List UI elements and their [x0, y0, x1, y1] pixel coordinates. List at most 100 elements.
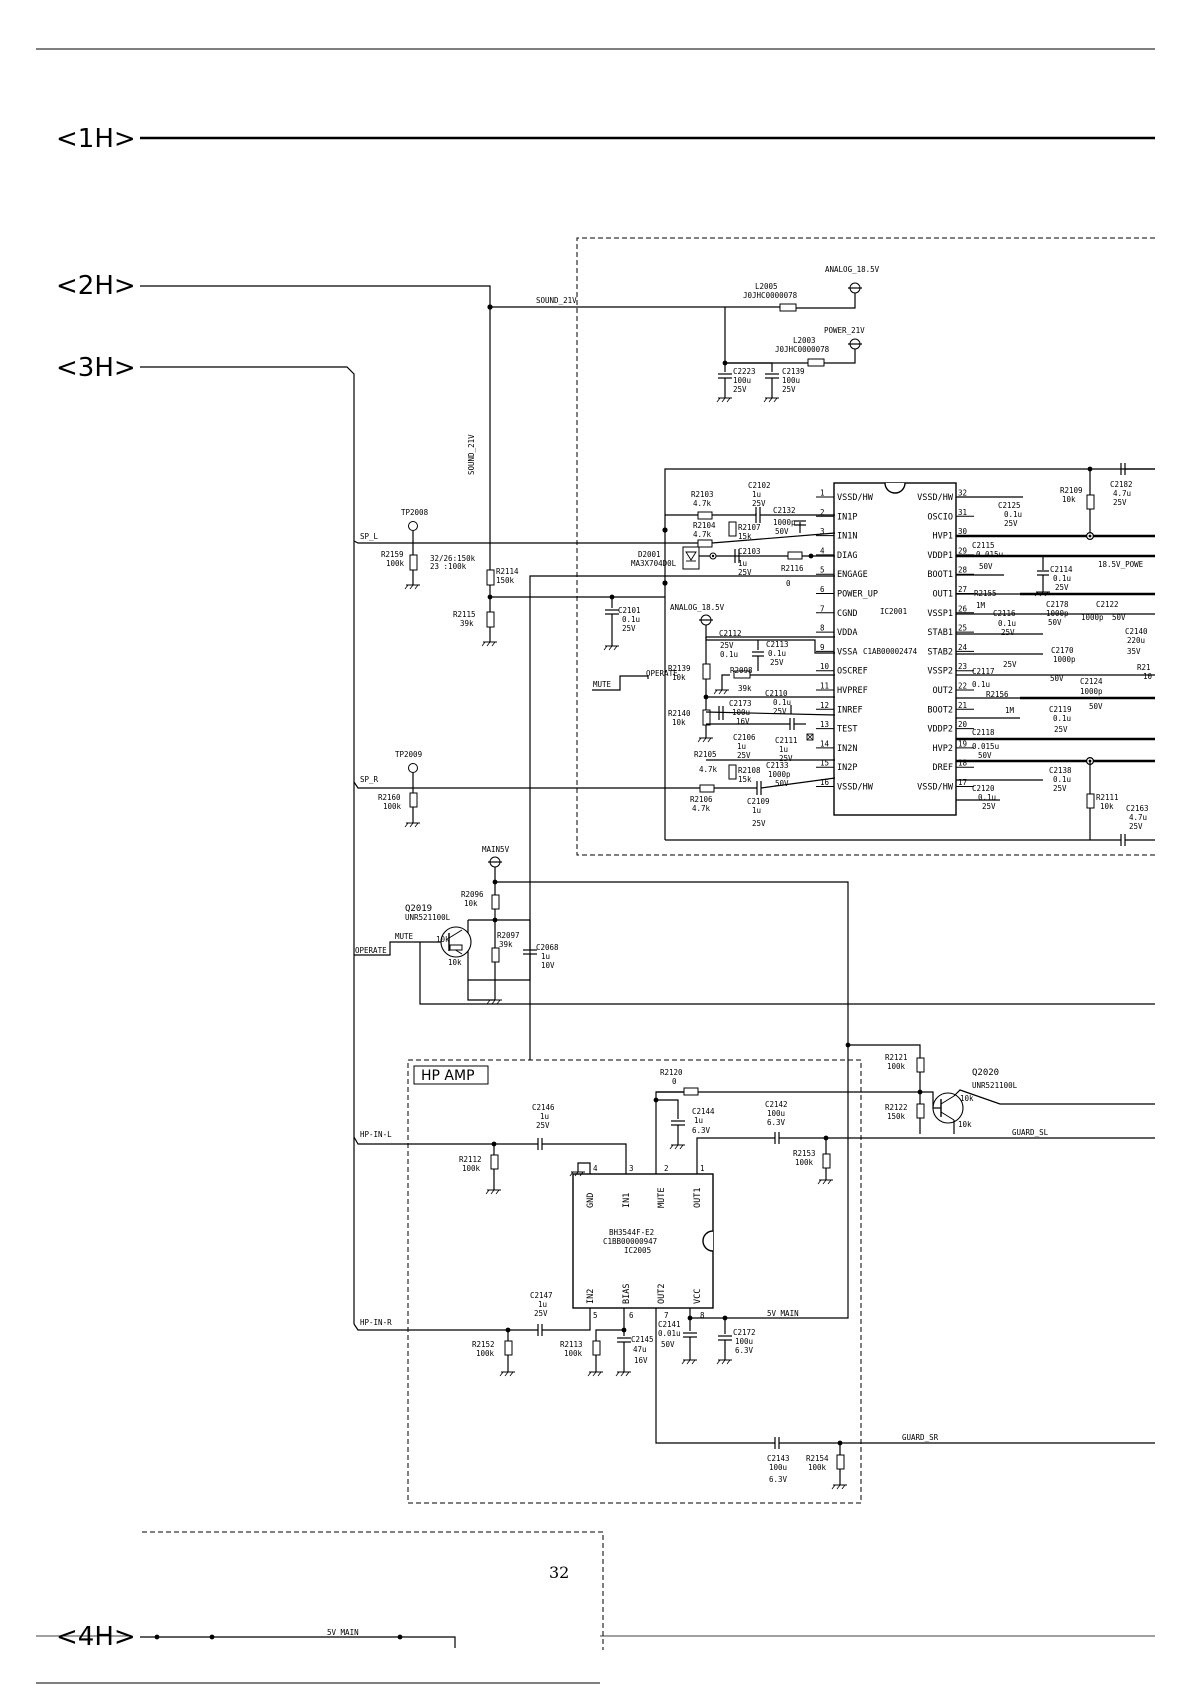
c2170-ref: C2170 [1051, 646, 1074, 655]
resistor-r2106 [699, 784, 715, 793]
c2139-ref: C2139 [782, 367, 805, 376]
ic2005-pin-number: 8 [700, 1311, 705, 1320]
amp-board-boundary [576, 237, 1155, 856]
ic2001-pin-number: 24 [958, 643, 968, 652]
r2153-val: 100k [795, 1158, 814, 1167]
c2102-ref: C2102 [748, 481, 771, 490]
c2140-ref: C2140 [1125, 627, 1148, 636]
ic2001-pin-name: ENGAGE [837, 570, 868, 580]
ic2001-pin-number: 12 [820, 701, 829, 710]
c2163-ref: C2163 [1126, 804, 1149, 813]
page-number: 32 [549, 1563, 569, 1582]
r2114-val: 150k [496, 576, 515, 585]
ic2001-pin-number: 20 [958, 720, 968, 729]
junction [1087, 466, 1093, 472]
testpoint-tp2008[interactable] [408, 521, 418, 531]
ic2001-pin-number: 3 [820, 527, 825, 536]
r2155-ref: R2155 [974, 589, 997, 598]
c2172-val: 100u [735, 1337, 753, 1346]
c2120-val: 0.1u [978, 793, 996, 802]
ic2005-pin-name: IN1 [622, 1193, 632, 1208]
r2154-ref: R2154 [806, 1454, 829, 1463]
ic2001-pin-name: VSSD/HW [837, 783, 874, 793]
r2108-ref: R2108 [738, 766, 761, 775]
ground-hatch [592, 1371, 597, 1377]
wire-out1 [696, 1137, 775, 1174]
ic2001-pin-number: 7 [820, 604, 825, 613]
net-analog185-b: ANALOG_18.5V [670, 603, 725, 612]
ic2001-pin-number: 21 [958, 701, 967, 710]
ground-hatch [491, 999, 496, 1005]
wire-in2 [542, 1308, 591, 1331]
net-185v-power: 18.5V_POWE [1098, 560, 1144, 569]
ic2001-pin-name: OSCIO [927, 512, 953, 522]
r2112-ref: R2112 [459, 1155, 482, 1164]
c2223-ref: C2223 [733, 367, 756, 376]
c2138-ref: C2138 [1049, 766, 1072, 775]
c2141-volt: 50V [661, 1340, 675, 1349]
wire [468, 954, 531, 981]
c2143-ref: C2143 [767, 1454, 790, 1463]
ic2001-pin-name: CGND [837, 609, 857, 619]
ground-hatch [674, 1144, 679, 1150]
ic2001-pin-name: DIAG [837, 551, 857, 561]
q2019-r1: 10k [436, 935, 450, 944]
ground-hatch [763, 397, 768, 403]
r2122-ref: R2122 [885, 1103, 908, 1112]
testpoint-tp2009[interactable] [408, 763, 418, 773]
ic2001-body [833, 482, 957, 816]
ground-hatch [822, 1179, 827, 1185]
ground-hatch [817, 1179, 822, 1185]
junction [209, 1634, 215, 1640]
ic2001-pin-name: IN1P [837, 512, 857, 522]
ic2001-pin-number: 27 [958, 585, 967, 594]
c2068-ref: C2068 [536, 943, 559, 952]
ic2001-pin-name: OUT1 [933, 590, 953, 600]
net-operate-2: OPERATE [355, 946, 387, 955]
c2119-volt: 25V [1054, 725, 1068, 734]
r2114-ref: R2114 [496, 567, 519, 576]
r2104-val: 4.7k [693, 530, 712, 539]
r2112-val: 100k [462, 1164, 481, 1173]
net-sound21v-vertical: SOUND_21V [467, 434, 476, 475]
ic2001-pin-name: STAB1 [927, 628, 953, 638]
c2115-v: 50V [979, 562, 993, 571]
ic2001-pin-name: STAB2 [927, 647, 953, 657]
c2141-val: 0.01u [658, 1329, 681, 1338]
c2178-ref: C2178 [1046, 600, 1069, 609]
c2144-ref: C2144 [692, 1107, 715, 1116]
c2132-val: 1000p [773, 518, 796, 527]
ic2001-pin-number: 14 [820, 739, 830, 748]
wire [467, 920, 495, 1001]
via-center [1088, 534, 1092, 538]
c2122-val: 1000p [1081, 613, 1104, 622]
ground-symbols [404, 397, 1050, 1490]
net-sp-l: SP_L [360, 532, 379, 541]
junction [808, 553, 814, 559]
r2121-ref: R2121 [885, 1053, 908, 1062]
ic2001-pin-number: 30 [958, 527, 968, 536]
c2111-val: 1u [779, 745, 788, 754]
wire-operate [354, 941, 441, 956]
ground-hatch [404, 822, 409, 828]
resistor-r2153 [822, 1153, 831, 1169]
r21-val: 10 [1143, 672, 1153, 681]
ic2005-pin-number: 1 [700, 1164, 705, 1173]
r2154-val: 100k [808, 1463, 827, 1472]
r2103-val: 4.7k [693, 499, 712, 508]
ground-hatch [613, 645, 618, 651]
resistor-r2112 [490, 1154, 499, 1170]
ground-hatch [404, 584, 409, 590]
c2109-val: 1u [752, 806, 761, 815]
ic2005-pin-number: 5 [593, 1311, 598, 1320]
ic2001-pin-name: OUT2 [933, 686, 953, 696]
via-center [711, 554, 715, 558]
c2125-val: 0.1u [1004, 510, 1022, 519]
wire [848, 1044, 921, 1058]
ic2001-pin-name: INREF [837, 705, 863, 715]
ground-hatch [491, 641, 496, 647]
lower-boundary [142, 1531, 604, 1650]
resistor-r2108 [728, 764, 737, 780]
